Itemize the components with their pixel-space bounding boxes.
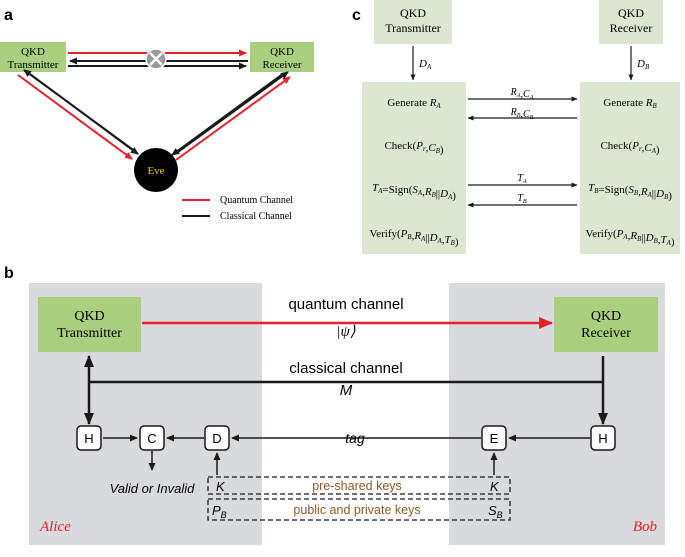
b-message-label: M (340, 382, 353, 399)
b-transmitter-line1: QKD (74, 309, 104, 324)
qkd-transmitter-box (0, 42, 66, 72)
b-quantum-channel-label: quantum channel (288, 296, 403, 313)
transmitter-line1: QKD (21, 46, 45, 58)
c-left-steps: Generate RA Check(Pr,CB) TA=Sign(SA,RB||DA… (370, 97, 459, 248)
panel-b: b QKD Transmitter QKD Receiver quantum c… (4, 265, 665, 545)
c-msg-label-3: TA (517, 173, 527, 185)
b-receiver-line2: Receiver (581, 326, 631, 341)
c-transmitter-line2: Transmitter (385, 21, 441, 35)
c-db-label: DB (636, 58, 650, 71)
c-left-step-4: Verify(PB,RA||DA,TB) (370, 228, 459, 248)
c-right-step-4: Verify(PA,RB||DB,TA) (586, 228, 675, 248)
b-node-h-right-label: H (598, 431, 607, 446)
c-left-step-3: TA=Sign(SA,RB||DA) (372, 182, 456, 202)
c-transmitter-column (362, 82, 466, 254)
classical-receiver-to-eve (171, 72, 285, 156)
b-node-e (481, 425, 507, 451)
b-node-c (139, 425, 165, 451)
b-transmitter-line2: Transmitter (57, 326, 122, 341)
eve-node (134, 148, 178, 192)
b-node-d (204, 425, 230, 451)
c-da-label: DA (418, 58, 432, 71)
b-pb-label: PB (212, 503, 227, 520)
b-node-h-right (590, 425, 616, 451)
b-receiver-box (554, 297, 658, 352)
classical-transmitter-to-eve (29, 73, 139, 155)
b-public-private-keys-box (207, 498, 511, 521)
c-transmitter-box (374, 0, 452, 44)
b-public-private-label: public and private keys (293, 503, 420, 517)
c-right-step-1: Generate RB (603, 97, 657, 110)
c-receiver-line2: Receiver (610, 21, 653, 35)
b-valid-invalid-label: Valid or Invalid (110, 481, 196, 496)
qkd-receiver-box (250, 42, 314, 72)
b-receiver-line1: QKD (591, 309, 621, 324)
b-transmitter-box (38, 297, 141, 352)
quantum-channel-to-eve (17, 74, 133, 160)
b-node-e-label: E (490, 431, 499, 446)
receiver-line2: Receiver (262, 59, 301, 71)
eve-label: Eve (147, 165, 164, 177)
legend-quantum-label: Quantum Channel (220, 195, 293, 206)
c-transmitter-line1: QKD (400, 6, 426, 20)
c-msg-label-2: RB,CB (510, 107, 534, 121)
b-psi-label: |ψ⟩ (336, 324, 355, 340)
b-alice-label: Alice (39, 519, 71, 535)
c-right-step-3: TB=Sign(SB,RA||DB) (588, 182, 672, 202)
b-pre-shared-label: pre-shared keys (312, 479, 402, 493)
b-classical-channel-label: classical channel (289, 360, 402, 377)
c-receiver-column (580, 82, 680, 254)
b-key-right: K (490, 479, 500, 494)
c-receiver-box (599, 0, 663, 44)
b-sb-label: SB (488, 503, 503, 520)
c-msg-label-4: TB (517, 193, 527, 205)
c-messages: RA,CA RB,CB TA TB (510, 87, 534, 205)
blocked-icon (145, 48, 167, 70)
b-tag-label: tag (345, 430, 365, 446)
b-bob-label: Bob (633, 519, 658, 535)
c-left-step-1: Generate RA (387, 97, 441, 110)
c-receiver-line1: QKD (618, 6, 644, 20)
b-node-h-left-label: H (84, 431, 93, 446)
c-right-step-2: Check(Pr,CA) (600, 140, 659, 156)
b-node-h-left (76, 425, 102, 451)
b-node-c-label: C (147, 431, 156, 446)
c-right-steps: Generate RB Check(Pr,CA) TB=Sign(SB,RA||DB… (586, 97, 675, 248)
b-node-d-label: D (212, 431, 221, 446)
c-msg-label-1: RA,CA (510, 87, 534, 101)
panel-c: c QKD Transmitter QKD Receiver DA DB Gen… (352, 0, 680, 254)
panel-a-label: a (4, 7, 13, 24)
b-key-left: K (216, 479, 226, 494)
panel-b-label: b (4, 265, 14, 282)
transmitter-line2: Transmitter (8, 59, 59, 71)
classical-eve-to-receiver (177, 71, 289, 153)
quantum-channel-eve-to-receiver (175, 76, 291, 161)
legend-classical-label: Classical Channel (220, 211, 292, 222)
panel-c-label: c (352, 7, 361, 24)
c-left-step-2: Check(Pr,CB) (384, 140, 443, 156)
panel-a: a QKD Transmitter QKD Receiver Eve Quant… (0, 7, 314, 222)
receiver-line1: QKD (270, 46, 294, 58)
